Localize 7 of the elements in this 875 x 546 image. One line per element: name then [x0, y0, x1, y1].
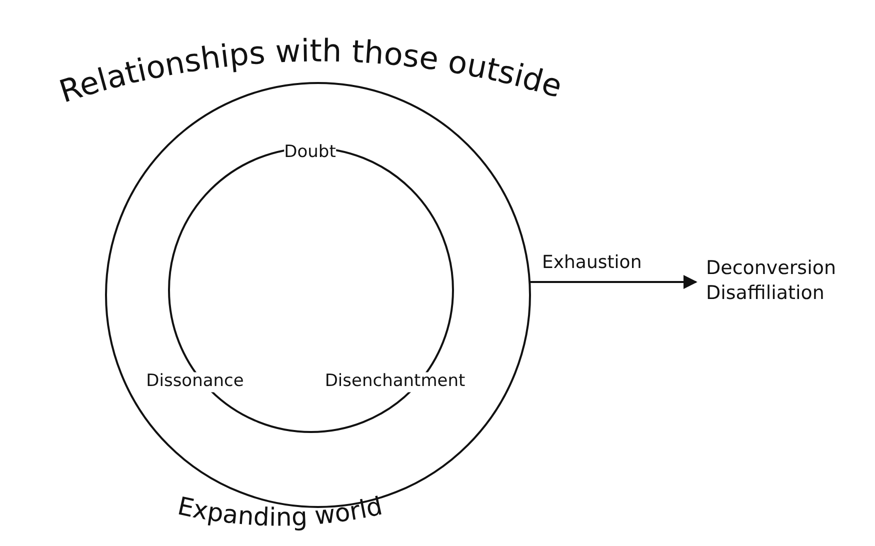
edge-label: Exhaustion [542, 252, 642, 273]
arrow [530, 275, 698, 289]
cycle-stage-label: Dissonance [146, 372, 244, 392]
outcome-label: Disaffiliation [706, 281, 826, 306]
cycle-stage-label: Disenchantment [324, 372, 466, 392]
curved-heading: Expanding world [175, 491, 385, 532]
outcome-label: Deconversion [706, 256, 838, 281]
